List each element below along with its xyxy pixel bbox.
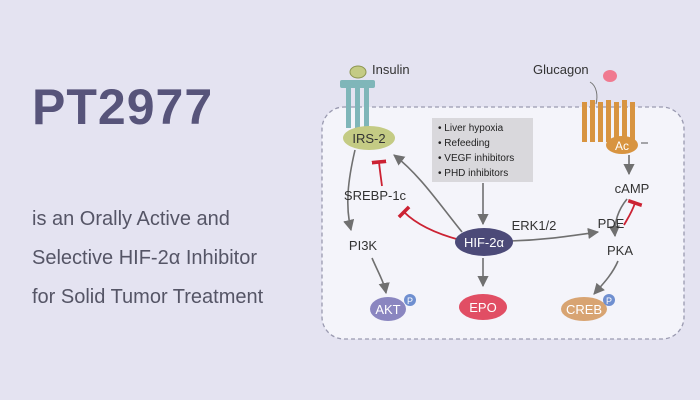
insulin-ligand-icon xyxy=(349,65,367,79)
creb-node xyxy=(561,297,607,321)
phospho-label: P xyxy=(606,296,612,306)
srebp-label: SREBP-1c xyxy=(344,188,407,203)
camp-label: cAMP xyxy=(615,181,650,196)
epo-label: EPO xyxy=(469,300,496,315)
page-title: PT2977 xyxy=(32,79,214,135)
pi3k-label: PI3K xyxy=(349,238,378,253)
stimulus-item: • VEGF inhibitors xyxy=(438,153,514,164)
epo-node xyxy=(459,294,507,320)
arrow-pka-to-creb xyxy=(593,260,619,295)
pka-label: PKA xyxy=(607,243,633,258)
arrow-hif-to-irs2 xyxy=(393,154,463,233)
inhibit-pde-to-camp xyxy=(623,199,643,226)
arrow-camp-to-pka xyxy=(608,198,628,238)
irs2-node xyxy=(343,126,395,150)
phospho-icon xyxy=(404,294,416,306)
insulin-label: Insulin xyxy=(372,62,410,77)
stimulus-item: • Refeeding xyxy=(438,138,490,149)
glucagon-ligand-icon xyxy=(603,70,617,82)
arrow-hif-to-pde xyxy=(509,227,600,242)
subtitle-line-1: is an Orally Active and xyxy=(32,208,230,230)
hif-label: HIF-2α xyxy=(464,235,505,250)
cell-boundary xyxy=(321,106,685,340)
phospho-icon xyxy=(603,294,615,306)
akt-label: AKT xyxy=(375,302,400,317)
stimulus-item: • PHD inhibitors xyxy=(438,168,508,179)
stimulus-item: • Liver hypoxia xyxy=(438,123,504,134)
subtitle-line-2: Selective HIF-2α Inhibitor xyxy=(32,247,257,269)
phospho-label: P xyxy=(407,296,413,306)
inhibit-srebp-to-irs2 xyxy=(371,159,387,187)
akt-node xyxy=(370,297,406,321)
subtitle: is an Orally Active and Selective HIF-2α… xyxy=(32,200,332,317)
stimuli-box xyxy=(432,118,533,182)
glucagon-receptor xyxy=(582,100,635,142)
glucagon-ligand-tether xyxy=(589,81,598,105)
inhibit-hif-to-srebp xyxy=(397,205,461,241)
subtitle-line-3: for Solid Tumor Treatment xyxy=(32,286,264,308)
hif-node xyxy=(455,228,513,256)
glucagon-label: Glucagon xyxy=(533,62,589,77)
pde-label: PDE xyxy=(598,216,625,231)
ac-node xyxy=(606,136,638,154)
insulin-receptor xyxy=(340,80,375,128)
erk-label: ERK1/2 xyxy=(512,218,557,233)
creb-label: CREB xyxy=(566,302,602,317)
ac-label: Ac xyxy=(615,139,629,153)
irs2-label: IRS-2 xyxy=(352,131,385,146)
arrow-pi3k-to-akt xyxy=(371,257,390,295)
arrow-irs2-to-pi3k xyxy=(343,149,356,232)
